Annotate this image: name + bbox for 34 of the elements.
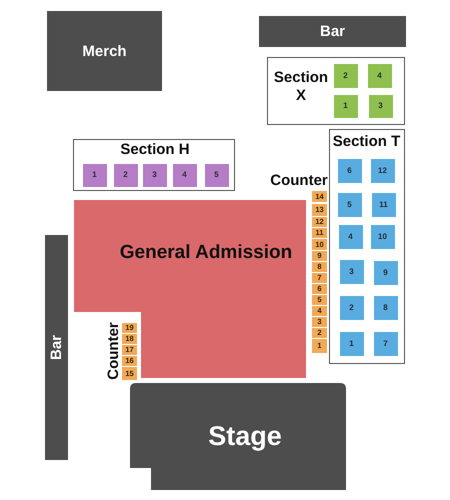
counter-label: Counter <box>269 172 329 190</box>
section-title: Section X <box>273 69 329 105</box>
seat: 2 <box>114 164 138 186</box>
section-title: Section T <box>332 133 402 151</box>
seat: 3 <box>340 260 364 284</box>
seat: 5 <box>204 164 228 186</box>
seat: 2 <box>340 296 364 320</box>
seat: 6 <box>338 158 362 182</box>
seat: 7 <box>374 332 398 356</box>
section-area <box>73 139 235 191</box>
seat: 1 <box>334 94 358 118</box>
seat: 9 <box>374 260 398 284</box>
seat: 3 <box>142 164 166 186</box>
area-label: General Admission <box>118 241 294 265</box>
bar-area: Bar <box>45 235 68 460</box>
section-area <box>267 57 405 125</box>
seat: 10 <box>370 224 394 248</box>
merch-area: Merch <box>47 11 162 91</box>
seat: 1 <box>82 164 106 186</box>
seat: 5 <box>338 192 362 216</box>
section-area <box>329 129 405 364</box>
counter-label: Counter <box>105 321 123 381</box>
seat: 12 <box>370 158 394 182</box>
seat: 8 <box>374 296 398 320</box>
seat: 1 <box>340 332 364 356</box>
section-title: Section H <box>119 141 191 159</box>
seat: 3 <box>368 94 392 118</box>
seat: 4 <box>338 224 362 248</box>
seat: 4 <box>368 64 392 88</box>
seat: 11 <box>372 192 396 216</box>
stage-label: Stage <box>207 420 283 452</box>
bar-area: Bar <box>259 16 406 47</box>
seat: 4 <box>172 164 196 186</box>
seat: 2 <box>334 64 358 88</box>
